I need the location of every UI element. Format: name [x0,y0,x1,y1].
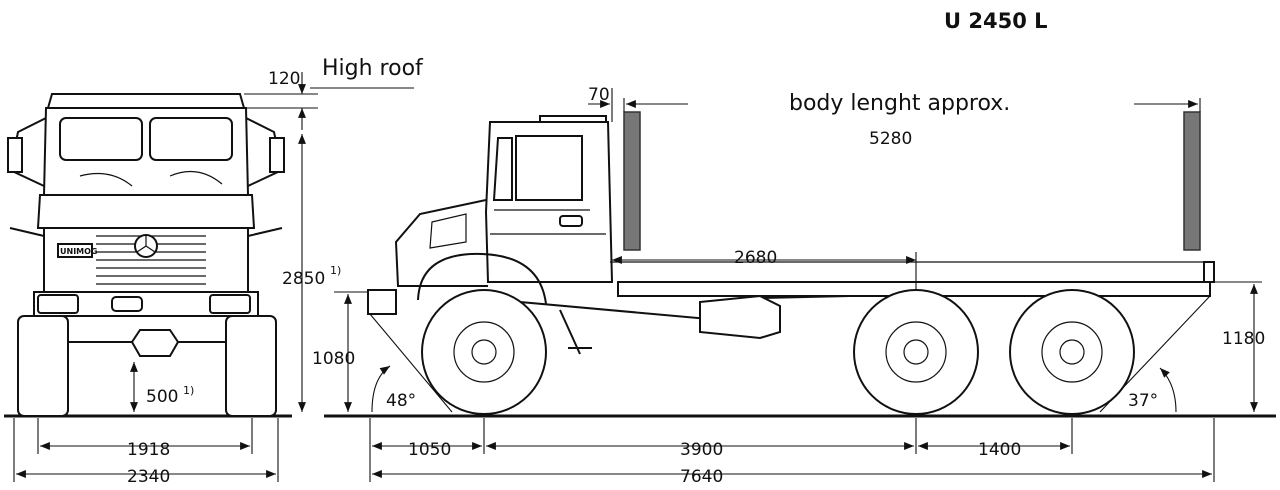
body-front-wall [623,111,641,251]
side-front-bumper [367,289,397,315]
side-hood [394,199,488,287]
propshaft [519,295,851,322]
marker-arm-right [247,227,283,237]
body-rear-wall [1183,111,1201,251]
side-window [515,135,583,201]
wheelbase-label: 3900 [680,440,723,460]
front-wheel-arch [417,252,547,305]
rear-frame-end [1203,261,1215,283]
front-overhang-label: 1050 [408,440,451,460]
model-title: U 2450 L [944,9,1048,33]
roof-gap-label: 70 [588,85,610,105]
front-differential [130,329,180,357]
overall-length-label: 7640 [680,467,723,487]
front-roof [46,93,246,109]
wheel-rear-2 [1009,289,1135,415]
front-tow-hook [111,296,143,312]
wheel-front [421,289,547,415]
mirror-right [269,137,285,173]
front-windshield-right [149,117,233,161]
ground-clearance-label: 500 [146,387,178,407]
mercedes-star-lines [136,235,156,253]
front-wheel-right [225,315,277,417]
marker-arm-left [9,227,45,237]
front-bumper [33,291,259,317]
door-handle [559,215,583,227]
unimog-badge-plate [57,243,93,258]
wheel-rear-1 [853,289,979,415]
ground-clearance-note: 1) [183,384,194,397]
front-view-dimensions: 120 High roof 2850 1) 500 1) 1918 2340 [13,56,424,487]
high-roof-label: High roof [322,56,424,81]
body-length-value: 5280 [869,129,912,149]
unimog-badge-text: UNIMOG [60,247,98,256]
side-view [367,111,1215,415]
body-length-label: body lenght approx. [789,91,1010,116]
departure-angle-label: 37° [1128,391,1158,411]
overall-height-label: 2850 [282,269,325,289]
side-door-window-front [492,137,513,201]
approach-angle-label: 48° [386,391,416,411]
overall-width-label: 2340 [127,467,170,487]
transfer-case [699,294,781,340]
side-roof [539,115,607,123]
track-label: 1918 [127,440,170,460]
front-view: UNIMOG [7,93,285,417]
front-hood [36,194,256,229]
front-wheel-left [17,315,69,417]
frame-height-rear-label: 1180 [1222,329,1265,349]
roof-extra-label: 120 [268,69,300,89]
front-windshield-left [59,117,143,161]
mirror-left [7,137,23,173]
steering-link [559,309,592,355]
headlamp-left [37,294,79,314]
overall-height-note: 1) [330,264,341,277]
frame-height-front-label: 1080 [312,349,355,369]
cab-to-axle-label: 2680 [734,248,777,268]
front-wipers [79,170,223,187]
hood-vent [429,213,467,249]
rear-axle-spacing-label: 1400 [978,440,1021,460]
side-view-dimensions: 70 body lenght approx. 5280 2680 1080 11… [312,85,1265,487]
front-cab [42,107,250,196]
headlamp-right [209,294,251,314]
